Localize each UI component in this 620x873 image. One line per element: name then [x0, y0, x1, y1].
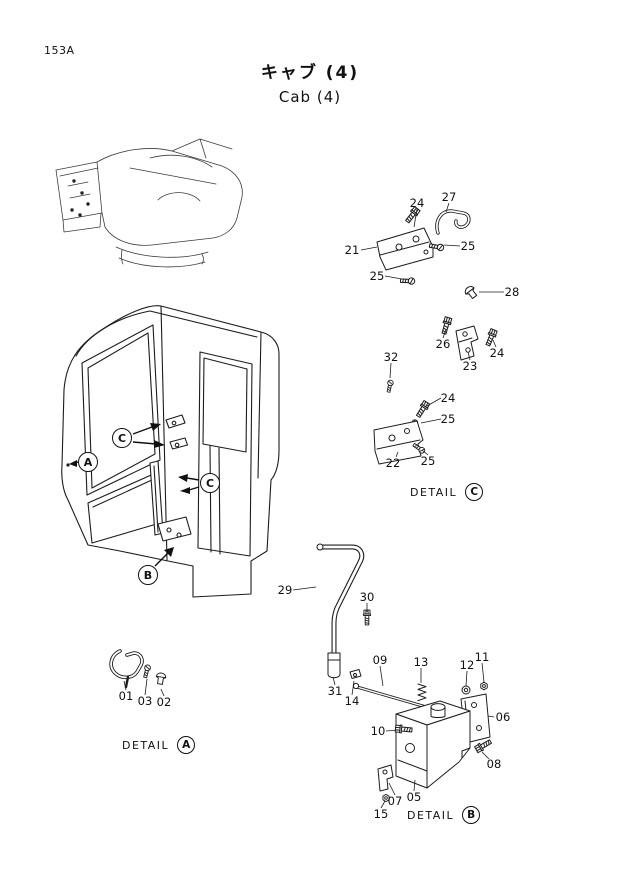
- page-code: 153A: [44, 44, 75, 57]
- cab-drawing: [61, 305, 280, 598]
- page-title-english: Cab (4): [278, 88, 342, 106]
- bracket-box-parts: [377, 693, 493, 803]
- leader-lines: [123, 202, 504, 809]
- page-title-japanese: キャブ (4): [260, 63, 360, 83]
- detail-a-parts: [109, 649, 167, 689]
- linkage-parts: [316, 543, 488, 715]
- page-titles: キャブ (4) Cab (4): [0, 58, 620, 106]
- excavator-overview-drawing: [55, 138, 243, 268]
- callout-arrows: [69, 423, 200, 567]
- detail-c-parts: [373, 205, 499, 465]
